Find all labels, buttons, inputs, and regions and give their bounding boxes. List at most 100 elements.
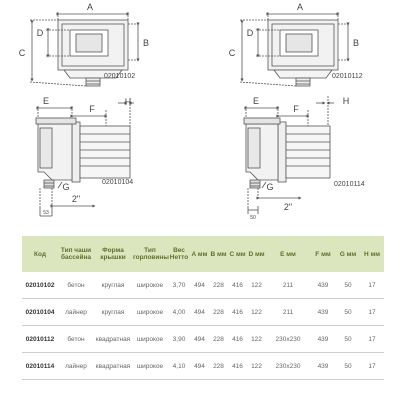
table-cell: бетон	[58, 272, 94, 299]
header-cell: H мм	[360, 236, 384, 272]
pipe-size-label: 2"	[284, 202, 292, 212]
side-view-drawing-liner-round	[35, 98, 134, 217]
table-cell: 494	[190, 272, 209, 299]
table-row: 02010114 лайнер квадратная широкое 4,10 …	[22, 352, 384, 380]
small-dim-label: 50	[250, 215, 256, 221]
product-code: 02010104	[102, 179, 133, 186]
table-cell: 211	[266, 298, 310, 326]
table-cell: 122	[247, 325, 266, 353]
table-cell: круглая	[94, 272, 132, 299]
table-cell: квадратная	[94, 352, 132, 380]
header-cell: E мм	[266, 236, 310, 272]
header-cell: G мм	[336, 236, 360, 272]
table-cell: 230x230	[266, 325, 310, 353]
table-cell: 17	[360, 272, 384, 299]
header-cell: F мм	[310, 236, 336, 272]
front-view-drawing-round	[29, 12, 140, 87]
table-cell: 50	[336, 325, 360, 353]
table-cell: 494	[190, 298, 209, 326]
table-cell: 4,00	[168, 298, 190, 326]
pipe-size-label: 2"	[72, 194, 80, 204]
table-cell-code: 02010112	[22, 325, 58, 353]
table-cell: 439	[310, 352, 336, 380]
header-cell: Код	[22, 236, 58, 272]
table-cell: 3,70	[168, 272, 190, 299]
table-cell: 122	[247, 298, 266, 326]
dim-label-e: E	[253, 96, 259, 106]
product-code: 02010112	[332, 73, 363, 80]
dim-label-f: F	[89, 104, 95, 114]
table-header-row: Код Тип чаши бассейна Форма крышки Тип г…	[22, 236, 384, 272]
table-cell: 494	[190, 352, 209, 380]
table-cell-code: 02010102	[22, 272, 58, 299]
table-cell: 50	[336, 298, 360, 326]
specs-table: Код Тип чаши бассейна Форма крышки Тип г…	[22, 236, 384, 380]
table-cell: 122	[247, 352, 266, 380]
product-code: 02010114	[334, 181, 365, 188]
table-cell: бетон	[58, 325, 94, 353]
dim-label-c: C	[19, 48, 26, 58]
dim-label-d: D	[247, 28, 254, 38]
dim-label-g: G	[62, 182, 69, 192]
header-cell: Вес Нетто	[168, 236, 190, 272]
skimmer-drawings: A D C B 02010102 A D C B 02010112	[19, 2, 365, 221]
table-cell: широкое	[132, 272, 168, 299]
header-cell: A мм	[190, 236, 209, 272]
table-cell: 416	[228, 298, 247, 326]
table-cell: 17	[360, 352, 384, 380]
dim-label-d: D	[37, 28, 44, 38]
table-cell: лайнер	[58, 352, 94, 380]
table-cell: круглая	[94, 298, 132, 326]
small-dim-label: 53	[43, 210, 49, 216]
table-cell: 494	[190, 325, 209, 353]
header-cell: Форма крышки	[94, 236, 132, 272]
table-cell: 439	[310, 325, 336, 353]
table-cell: широкое	[132, 298, 168, 326]
dim-label-a: A	[87, 2, 93, 12]
dim-label-e: E	[43, 96, 49, 106]
dim-label-b: B	[353, 38, 359, 48]
dim-label-b: B	[143, 38, 149, 48]
side-view-drawing-liner-square	[243, 96, 334, 214]
table-cell: широкое	[132, 352, 168, 380]
table-cell: 50	[336, 272, 360, 299]
table-cell: 228	[209, 352, 228, 380]
dim-label-h: H	[125, 97, 132, 107]
header-cell: C мм	[228, 236, 247, 272]
table-cell: квадратная	[94, 325, 132, 353]
table-cell: 228	[209, 272, 228, 299]
dim-label-h: H	[343, 96, 350, 106]
product-code: 02010102	[104, 73, 135, 80]
table-cell: 416	[228, 325, 247, 353]
table-cell: 17	[360, 325, 384, 353]
table-cell: 416	[228, 272, 247, 299]
dim-label-g: G	[266, 182, 273, 192]
dim-label-f: F	[293, 104, 299, 114]
table-cell: широкое	[132, 325, 168, 353]
table-cell: 416	[228, 352, 247, 380]
table-cell: 211	[266, 272, 310, 299]
table-cell: лайнер	[58, 298, 94, 326]
dim-label-a: A	[297, 2, 303, 12]
table-cell: 228	[209, 325, 228, 353]
table-cell: 230x230	[266, 352, 310, 380]
table-cell: 17	[360, 298, 384, 326]
table-cell: 439	[310, 272, 336, 299]
table-cell: 4,10	[168, 352, 190, 380]
table-cell: 439	[310, 298, 336, 326]
header-cell: Тип чаши бассейна	[58, 236, 94, 272]
front-view-drawing-square	[239, 12, 350, 87]
dim-label-c: C	[229, 48, 236, 58]
table-cell: 50	[336, 352, 360, 380]
table-cell: 228	[209, 298, 228, 326]
table-row: 02010112 бетон квадратная широкое 3,90 4…	[22, 325, 384, 353]
header-cell: Тип горловины	[132, 236, 169, 272]
header-cell: B мм	[209, 236, 228, 272]
table-cell-code: 02010114	[22, 352, 58, 380]
header-cell: D мм	[247, 236, 266, 272]
table-row: 02010102 бетон круглая широкое 3,70 494 …	[22, 272, 384, 299]
table-row: 02010104 лайнер круглая широкое 4,00 494…	[22, 298, 384, 326]
table-cell: 3,90	[168, 325, 190, 353]
table-cell-code: 02010104	[22, 298, 58, 326]
table-cell: 122	[247, 272, 266, 299]
